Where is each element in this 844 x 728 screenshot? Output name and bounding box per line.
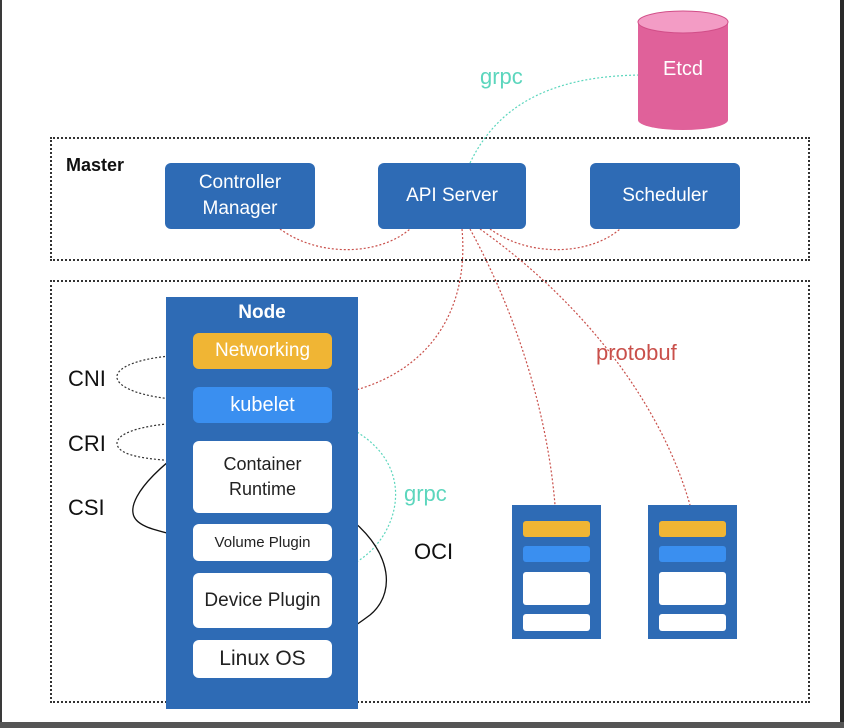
node-title: Node: [238, 302, 286, 323]
container-box-2: [648, 505, 737, 639]
protobuf-container-2-connector: [479, 228, 691, 506]
worker-group-box: [50, 280, 810, 703]
container-box-1: [512, 505, 601, 639]
volume-plugin-box: Volume Plugin: [193, 524, 332, 561]
linux-os-box: Linux OS: [193, 640, 332, 678]
frame-left-edge: [0, 0, 2, 728]
device-plugin-box: Device Plugin: [193, 573, 332, 628]
frame-bottom-edge: [0, 722, 844, 728]
controller-manager-box: Controller Manager: [165, 163, 315, 229]
api-kubelet-connector: [333, 228, 464, 396]
container-1-kubelet-bar: [523, 546, 590, 562]
grpc-label-top: grpc: [480, 64, 523, 89]
protobuf-container-1-connector: [469, 228, 556, 506]
grpc-label-mid: grpc: [404, 481, 447, 506]
protobuf-label: protobuf: [596, 340, 677, 365]
csi-label: CSI: [68, 495, 105, 520]
etcd-cylinder: [637, 10, 729, 130]
frame-right-edge: [840, 0, 844, 728]
container-2-kubelet-bar: [659, 546, 726, 562]
oci-label: OCI: [414, 539, 454, 564]
master-group-box: [50, 137, 810, 261]
networking-box: Networking: [193, 333, 332, 369]
container-2-os-block: [659, 614, 726, 631]
container-2-runtime-block: [659, 572, 726, 605]
container-2-networking-bar: [659, 521, 726, 537]
scheduler-api-connector: [489, 228, 621, 251]
scheduler-box: Scheduler: [590, 163, 740, 229]
cni-loop: [116, 354, 194, 401]
cri-label: CRI: [68, 431, 106, 456]
container-1-networking-bar: [523, 521, 590, 537]
container-runtime-box: Container Runtime: [193, 441, 332, 513]
master-label: Master: [66, 155, 125, 175]
container-1-runtime-block: [523, 572, 590, 605]
kubelet-box: kubelet: [193, 387, 332, 423]
cri-loop: [116, 421, 221, 463]
container-1-os-block: [523, 614, 590, 631]
etcd-label: Etcd: [662, 58, 704, 80]
cni-label: CNI: [68, 366, 106, 391]
api-server-box: API Server: [378, 163, 526, 229]
controller-api-connector: [279, 228, 411, 251]
grpc-etcd-connector: [469, 74, 646, 164]
